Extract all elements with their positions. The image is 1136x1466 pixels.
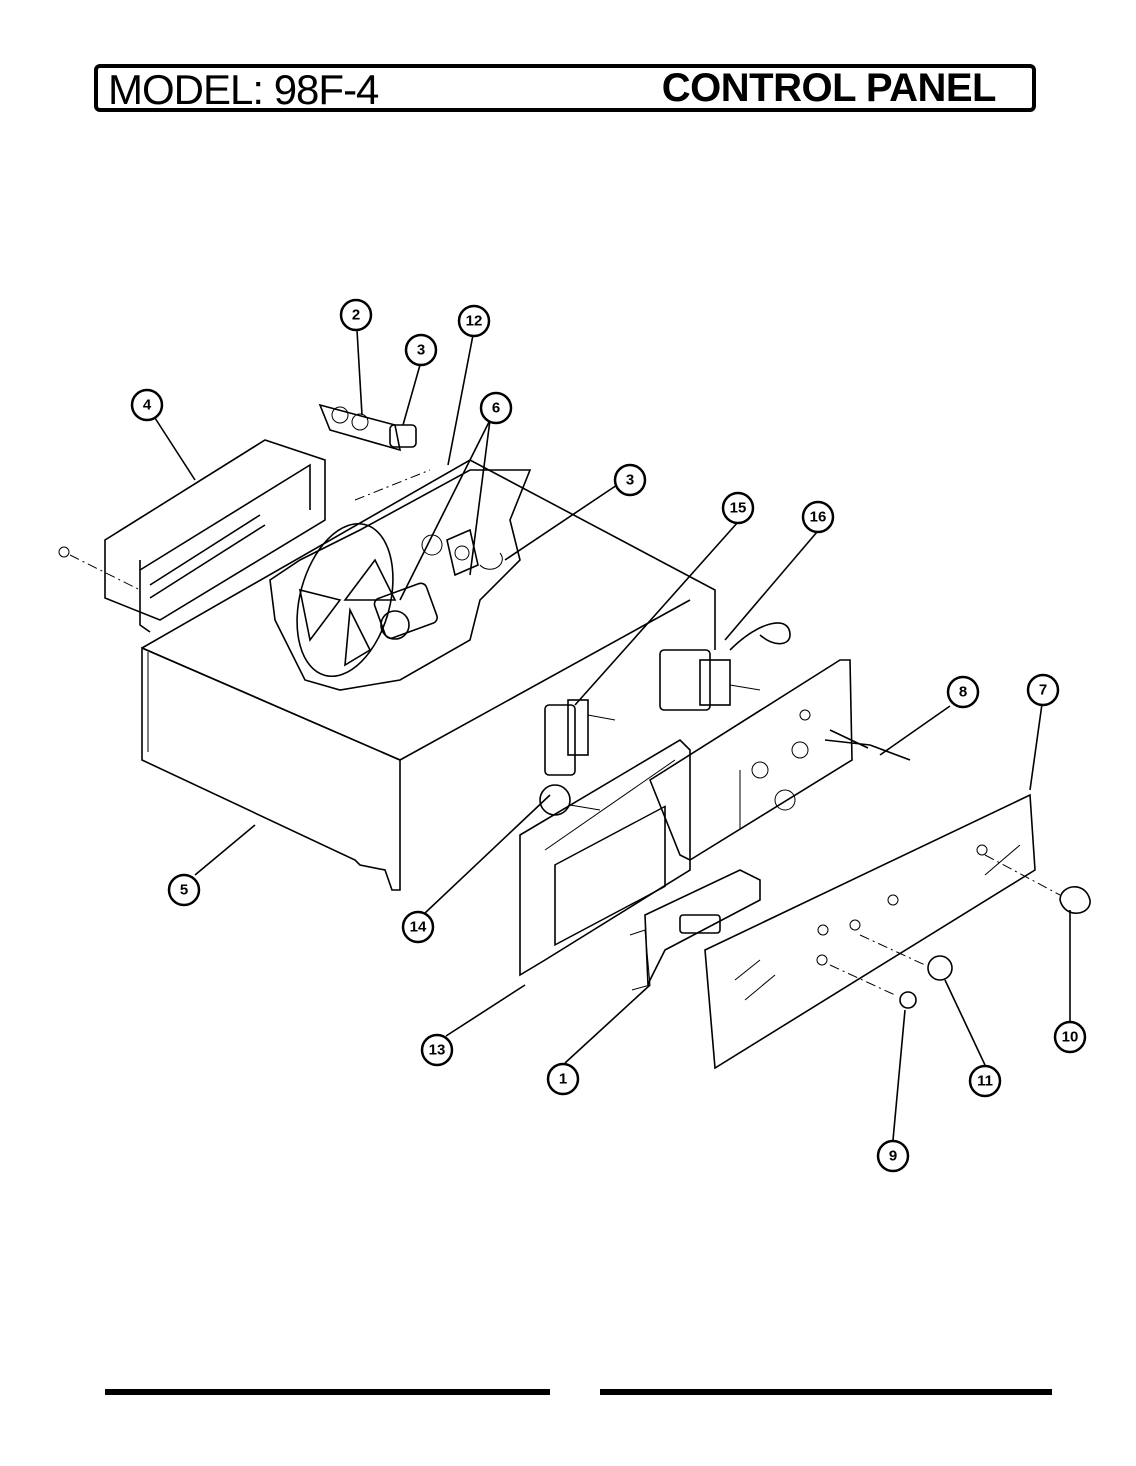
callout-5: 5: [167, 873, 201, 907]
thermostat: [659, 622, 791, 711]
callout-16: 16: [801, 500, 835, 534]
callout-10: 10: [1053, 1020, 1087, 1054]
knobs: [829, 854, 1091, 1009]
svg-text:14: 14: [410, 919, 427, 936]
front-frame: [519, 738, 691, 977]
callout-4: 4: [130, 388, 164, 422]
callout-1: 1: [546, 1062, 580, 1096]
callout-12: 12: [457, 304, 491, 338]
callout-2: 2: [339, 298, 373, 332]
svg-text:12: 12: [466, 313, 483, 330]
footer-rule-right: [600, 1389, 1052, 1395]
switch-assembly: [539, 699, 616, 816]
svg-text:2: 2: [352, 307, 360, 324]
callout-6: 6: [479, 391, 513, 425]
leader-lines: [154, 329, 1071, 1141]
probe: [824, 729, 911, 761]
shaft-assembly: [318, 403, 431, 501]
svg-text:3: 3: [417, 342, 425, 359]
svg-text:16: 16: [810, 509, 827, 526]
svg-text:1: 1: [559, 1071, 567, 1088]
callout-3-mid: 3: [613, 463, 647, 497]
svg-text:11: 11: [977, 1073, 993, 1090]
footer-rule-left: [105, 1389, 550, 1395]
back-plate: [649, 659, 853, 861]
callout-9: 9: [876, 1139, 910, 1173]
fan-cutout: [269, 469, 532, 691]
svg-text:8: 8: [959, 684, 967, 701]
model-label: MODEL: 98F-4: [108, 66, 379, 113]
svg-text:4: 4: [143, 397, 152, 414]
svg-text:3: 3: [626, 472, 634, 489]
callout-14: 14: [401, 910, 435, 944]
svg-text:5: 5: [180, 882, 188, 899]
callout-13: 13: [420, 1033, 454, 1067]
glass-overlay: [704, 793, 1036, 1070]
svg-text:7: 7: [1039, 682, 1047, 699]
housing-box: [141, 459, 716, 891]
callout-8: 8: [946, 675, 980, 709]
svg-text:6: 6: [492, 400, 500, 417]
callout-11: 11: [968, 1064, 1002, 1098]
callout-7: 7: [1026, 673, 1060, 707]
svg-text:10: 10: [1062, 1029, 1079, 1046]
callout-3-top: 3: [404, 333, 438, 367]
callout-15: 15: [721, 491, 755, 525]
clock-timer: [629, 869, 761, 991]
svg-text:15: 15: [730, 500, 747, 517]
svg-text:13: 13: [429, 1042, 446, 1059]
side-bracket: [58, 439, 326, 633]
title-box: MODEL: 98F-4 CONTROL PANEL: [94, 64, 1036, 113]
section-title: CONTROL PANEL: [661, 66, 997, 110]
svg-text:9: 9: [889, 1148, 897, 1165]
